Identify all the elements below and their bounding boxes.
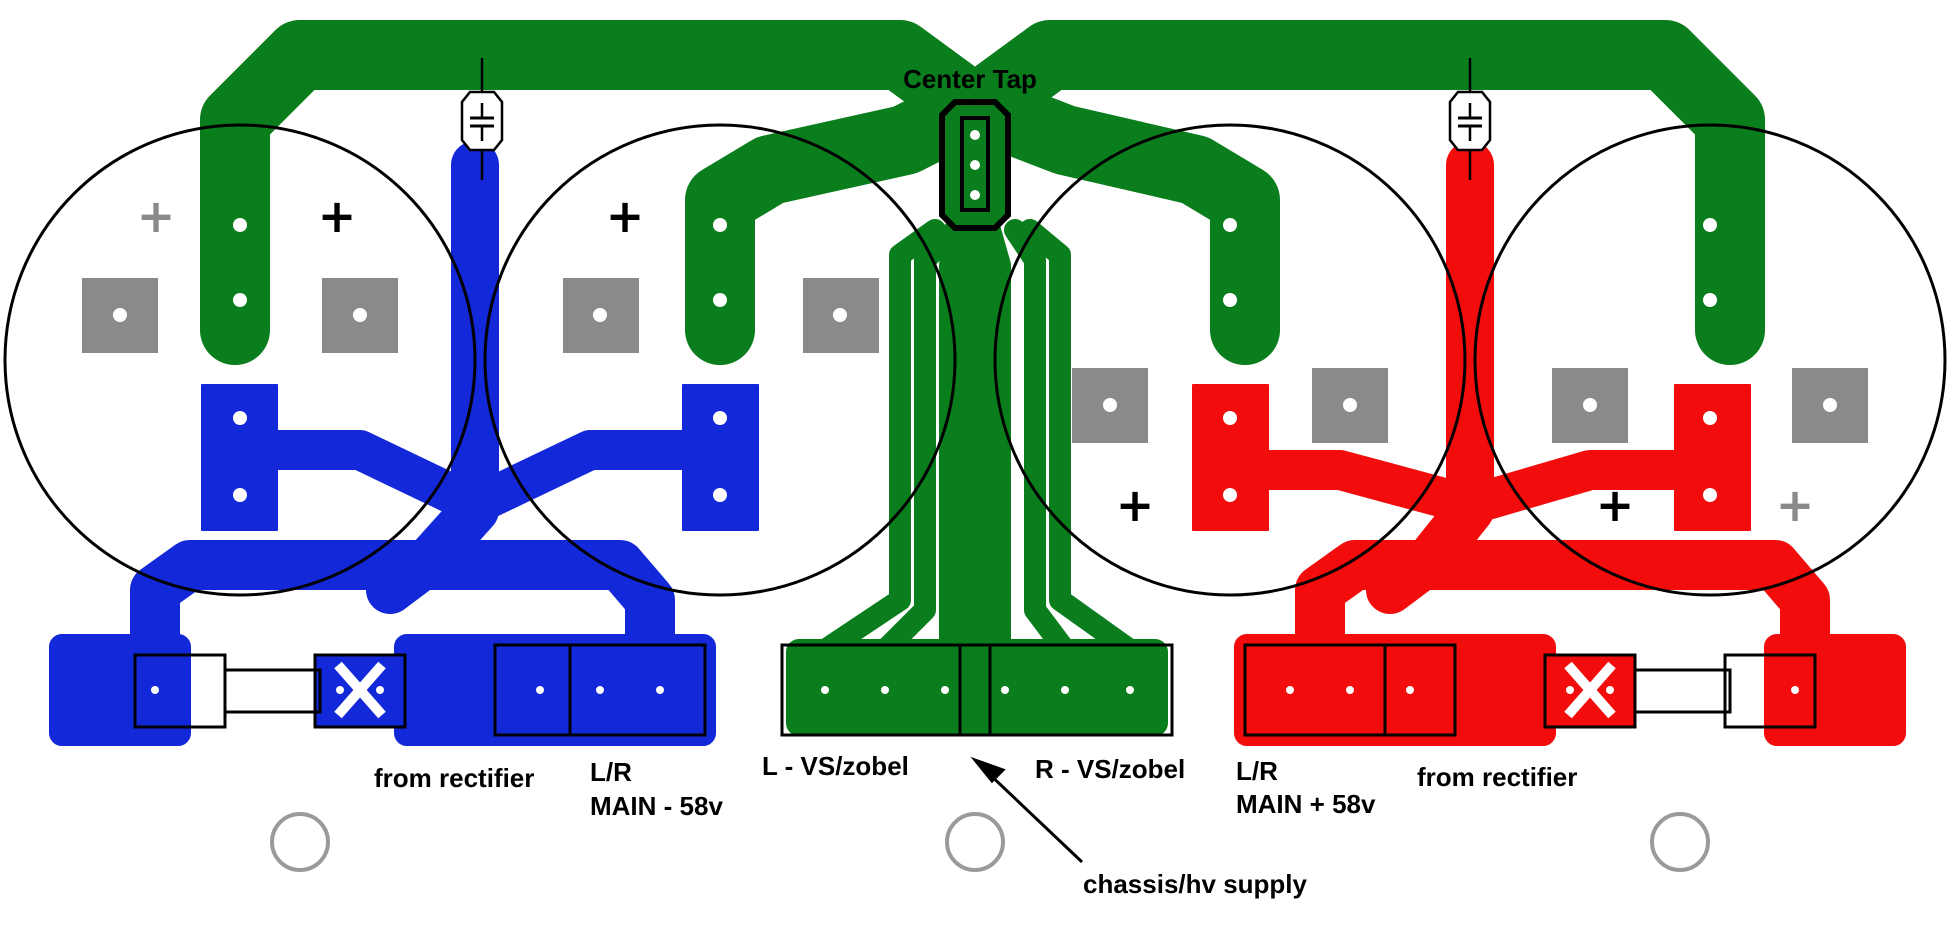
labels: Center Tap from rectifier L/R MAIN - 58v… [374, 64, 1577, 899]
from-rectifier-right-label: from rectifier [1417, 762, 1577, 792]
plus-mark: + [137, 189, 176, 243]
connector-outlines [133, 643, 1817, 737]
main-plus-label: MAIN + 58v [1236, 789, 1376, 819]
l-vs-zobel-label: L - VS/zobel [762, 751, 909, 781]
plus-mark: + [1596, 478, 1635, 532]
mounting-hole-icon [945, 812, 1005, 872]
arrow-icon [970, 756, 1084, 864]
capacitor-icon [1448, 58, 1492, 180]
mounting-holes [270, 812, 1710, 872]
plus-mark: + [1116, 478, 1155, 532]
capacitor-icon [460, 58, 504, 180]
plus-mark: + [318, 189, 357, 243]
plus-mark: + [1776, 478, 1815, 532]
fuse-crosses [334, 661, 1616, 719]
lr-left-label: L/R [590, 757, 632, 787]
chassis-hv-label: chassis/hv supply [1083, 869, 1308, 899]
lr-right-label: L/R [1236, 756, 1278, 786]
positive-rail-traces [1192, 141, 1906, 746]
mounting-hole-icon [270, 812, 330, 872]
plus-mark: + [606, 189, 645, 243]
drill-holes [113, 130, 1837, 694]
center-tap-label: Center Tap [903, 64, 1037, 94]
mounting-hole-icon [1650, 812, 1710, 872]
main-minus-label: MAIN - 58v [590, 791, 723, 821]
from-rectifier-left-label: from rectifier [374, 763, 534, 793]
polarity-marks: + + + + + + [137, 189, 1815, 532]
r-vs-zobel-label: R - VS/zobel [1035, 754, 1185, 784]
capacitor-outlines [3, 123, 1947, 597]
